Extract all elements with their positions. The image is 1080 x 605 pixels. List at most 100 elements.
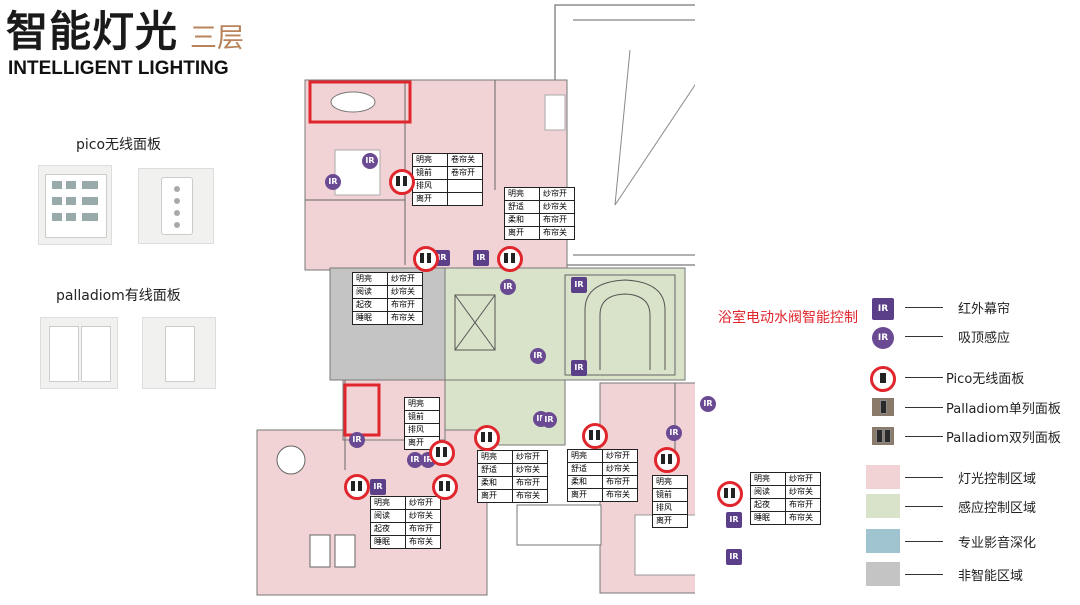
pico-panel-icon (497, 246, 523, 272)
scene-cell: 布帘开 (785, 498, 821, 512)
scene-cell: 镜前 (652, 488, 688, 502)
pico-panel-icon (389, 169, 415, 195)
scene-cell: 纱帘关 (405, 509, 441, 523)
legend-label: Palladiom单列面板 (946, 402, 1061, 417)
scene-cell: 纱帘开 (387, 272, 423, 286)
scene-table: 明亮纱帘开舒适纱帘关柔和布帘开离开布帘关 (477, 450, 548, 503)
palladiom-double-image (40, 317, 118, 389)
pico-keypad-image (38, 165, 112, 245)
scene-cell: 纱帘开 (405, 496, 441, 510)
scene-cell: 排风 (404, 423, 440, 437)
scene-cell: 明亮 (504, 187, 540, 201)
scene-cell: 柔和 (477, 476, 513, 490)
scene-cell: 离开 (652, 514, 688, 528)
ir-curtain-icon: IR (726, 512, 742, 528)
pico-panel-icon (717, 481, 743, 507)
scene-cell: 舒适 (567, 462, 603, 476)
scene-table: 明亮纱帘开舒适纱帘关柔和布帘开离开布帘关 (567, 449, 638, 502)
scene-cell: 布帘关 (539, 226, 575, 240)
page-title: 智能灯光 (6, 7, 179, 56)
scene-cell: 舒适 (504, 200, 540, 214)
scene-cell: 卷帘关 (447, 153, 483, 167)
ceiling-sensor-icon: IR (530, 348, 546, 364)
scene-cell: 阅读 (352, 285, 388, 299)
scene-cell: 睡眠 (750, 511, 786, 525)
scene-cell: 布帘开 (405, 522, 441, 536)
scene-cell: 镜前 (412, 166, 448, 180)
scene-cell: 离开 (412, 192, 448, 206)
scene-cell: 离开 (477, 489, 513, 503)
ceiling-sensor-icon: IR (407, 452, 423, 468)
bath-valve-callout: 浴室电动水阀智能控制 (718, 310, 858, 326)
scene-cell: 布帘关 (387, 311, 423, 325)
legend-connector (905, 477, 943, 478)
ceiling-sensor-icon: IR (666, 425, 682, 441)
pico-panel-icon (582, 423, 608, 449)
scene-cell: 布帘关 (512, 489, 548, 503)
scene-cell: 阅读 (750, 485, 786, 499)
ceiling-sensor-icon: IR (500, 279, 516, 295)
scene-cell: 纱帘开 (785, 472, 821, 486)
ir-curtain-icon: IR (872, 298, 894, 320)
scene-cell: 纱帘开 (512, 450, 548, 464)
scene-table: 明亮纱帘开阅读纱帘关起夜布帘开睡眠布帘关 (352, 272, 423, 325)
scene-cell: 布帘开 (512, 476, 548, 490)
scene-cell: 明亮 (370, 496, 406, 510)
zone-swatch (866, 562, 900, 586)
scene-cell: 纱帘关 (785, 485, 821, 499)
legend-label: 非智能区域 (958, 569, 1024, 584)
scene-cell: 布帘关 (405, 535, 441, 549)
legend-connector (905, 506, 943, 507)
palladiom-single-image (142, 317, 216, 389)
legend-label: 吸顶感应 (958, 331, 1011, 346)
legend-connector (905, 541, 943, 542)
ir-curtain-icon: IR (726, 549, 742, 565)
scene-cell (447, 179, 483, 193)
scene-cell: 布帘开 (539, 213, 575, 227)
pico-panel-icon (413, 246, 439, 272)
legend-label: 感应控制区域 (958, 501, 1037, 516)
pico-remote-image (138, 168, 214, 244)
ir-curtain-icon: IR (473, 250, 489, 266)
scene-cell: 排风 (412, 179, 448, 193)
palladiom-panel-label: palladiom有线面板 (56, 288, 181, 304)
scene-cell: 阅读 (370, 509, 406, 523)
legend-label: 专业影音深化 (958, 536, 1037, 551)
scene-cell: 纱帘关 (512, 463, 548, 477)
pico-panel-icon (474, 425, 500, 451)
legend-connector (905, 336, 943, 337)
scene-cell: 明亮 (352, 272, 388, 286)
scene-cell: 布帘开 (602, 475, 638, 489)
ceiling-sensor-icon: IR (872, 327, 894, 349)
legend-connector (905, 377, 943, 378)
zone-swatch (866, 529, 900, 553)
ceiling-sensor-icon: IR (349, 432, 365, 448)
scene-table: 明亮纱帘开阅读纱帘关起夜布帘开睡眠布帘关 (370, 496, 441, 549)
pico-panel-label: pico无线面板 (76, 137, 162, 153)
scene-cell: 离开 (504, 226, 540, 240)
ceiling-sensor-icon: IR (325, 174, 341, 190)
scene-cell: 纱帘关 (602, 462, 638, 476)
scene-cell: 离开 (567, 488, 603, 502)
ceiling-sensor-icon: IR (700, 396, 716, 412)
zone-swatch (866, 494, 900, 518)
scene-cell: 起夜 (352, 298, 388, 312)
scene-cell (447, 192, 483, 206)
pico-panel-icon (429, 440, 455, 466)
legend-connector (905, 436, 943, 437)
void-area (554, 4, 695, 266)
scene-cell: 柔和 (504, 213, 540, 227)
scene-cell: 明亮 (567, 449, 603, 463)
scene-table: 明亮卷帘关镜前卷帘开排风离开 (412, 153, 483, 206)
floor-plan (256, 4, 695, 596)
scene-cell: 纱帘关 (387, 285, 423, 299)
scene-cell: 纱帘开 (602, 449, 638, 463)
scene-cell: 布帘开 (387, 298, 423, 312)
scene-cell: 起夜 (370, 522, 406, 536)
scene-cell: 镜前 (404, 410, 440, 424)
legend-connector (905, 574, 943, 575)
palladiom-single-icon (872, 398, 894, 416)
pico-panel-icon (870, 366, 896, 392)
ir-curtain-icon: IR (571, 277, 587, 293)
scene-cell: 舒适 (477, 463, 513, 477)
